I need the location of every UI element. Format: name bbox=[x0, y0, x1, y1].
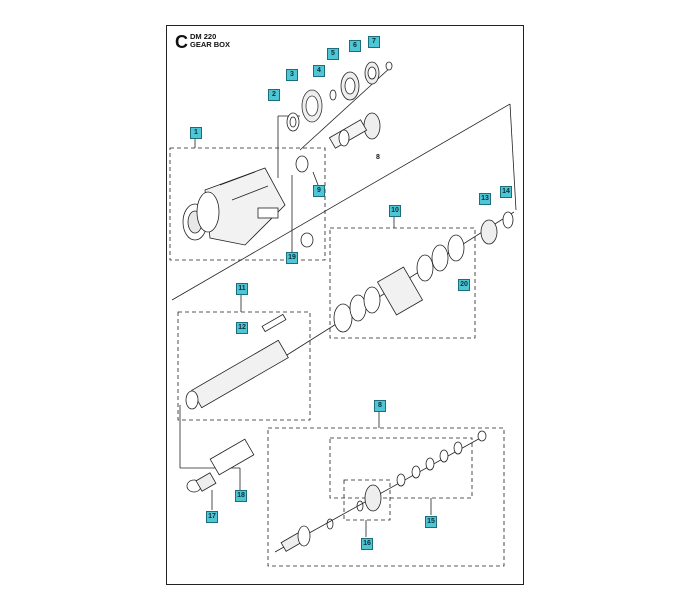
diagram-title-block: DM 220 GEAR BOX bbox=[190, 33, 230, 49]
key-part-12 bbox=[261, 313, 287, 333]
callout-16: 16 bbox=[361, 538, 373, 550]
callout-17: 17 bbox=[206, 511, 218, 523]
callout-3: 3 bbox=[286, 69, 298, 81]
model-number: DM 220 bbox=[190, 32, 217, 41]
shaft-part-8 bbox=[328, 112, 381, 149]
group-box-11 bbox=[177, 311, 311, 421]
gear-part-5 bbox=[340, 71, 360, 101]
callout-8-top: 8 bbox=[376, 154, 380, 161]
callout-20: 20 bbox=[458, 279, 470, 291]
callout-8-bottom: 8 bbox=[374, 400, 386, 412]
circlip-part-14 bbox=[502, 211, 514, 229]
callout-7: 7 bbox=[368, 36, 380, 48]
spindle-part-11 bbox=[185, 339, 289, 410]
gear-part-6 bbox=[364, 61, 380, 85]
section-letter: C bbox=[175, 32, 188, 52]
callout-11: 11 bbox=[236, 283, 248, 295]
callout-9: 9 bbox=[313, 185, 325, 197]
ring-part-4 bbox=[329, 89, 337, 101]
callout-4: 4 bbox=[313, 65, 325, 77]
callout-13: 13 bbox=[479, 193, 491, 205]
callout-6: 6 bbox=[349, 40, 361, 52]
group-box-8 bbox=[267, 427, 505, 567]
bearing-part-9 bbox=[295, 155, 309, 173]
callout-14: 14 bbox=[500, 186, 512, 198]
adapter-part-17 bbox=[186, 472, 217, 493]
clip-part-7 bbox=[385, 61, 393, 71]
callout-1: 1 bbox=[190, 127, 202, 139]
callout-12: 12 bbox=[236, 322, 248, 334]
washer-part-2 bbox=[286, 112, 300, 132]
clutch-rings-part-10 bbox=[333, 234, 465, 333]
group-box-16 bbox=[343, 479, 391, 521]
callout-15: 15 bbox=[425, 516, 437, 528]
group-box-10 bbox=[329, 227, 476, 339]
assembly-title: GEAR BOX bbox=[190, 40, 231, 49]
axis-line-top bbox=[171, 103, 511, 301]
callout-5: 5 bbox=[327, 48, 339, 60]
bearing-part-13 bbox=[480, 219, 498, 245]
group-box-1 bbox=[169, 147, 326, 261]
group-box-15 bbox=[329, 437, 473, 499]
callout-19: 19 bbox=[286, 252, 298, 264]
callout-10: 10 bbox=[389, 205, 401, 217]
gearbox-housing-part-1 bbox=[182, 167, 286, 246]
gear-train-part-8 bbox=[280, 430, 487, 552]
callout-2: 2 bbox=[268, 89, 280, 101]
gear-part-3 bbox=[301, 89, 323, 123]
sleeve-part-18 bbox=[209, 438, 255, 476]
nut-part-19 bbox=[300, 232, 314, 248]
callout-18: 18 bbox=[235, 490, 247, 502]
